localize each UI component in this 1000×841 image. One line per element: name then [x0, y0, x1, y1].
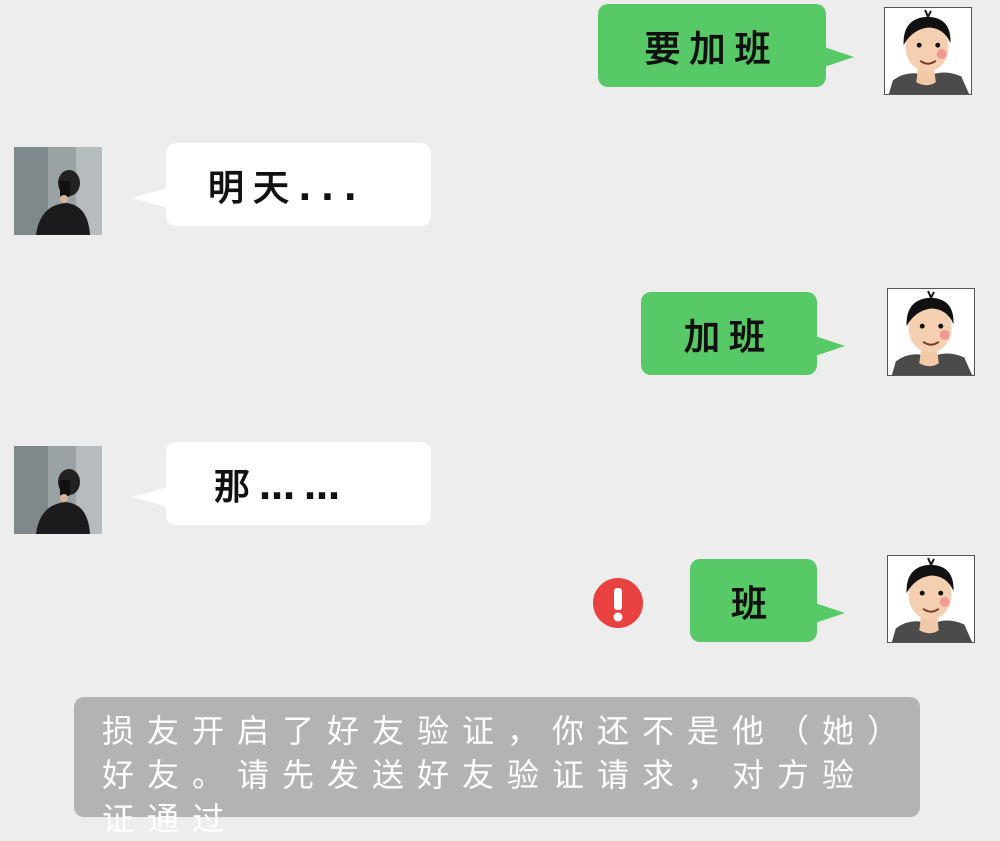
message-text: 要加班 — [644, 28, 780, 70]
message-bubble-sent[interactable]: 班 — [690, 559, 817, 642]
bubble-tail — [815, 603, 845, 623]
bubble-tail — [132, 188, 168, 208]
bubble-tail — [824, 47, 854, 67]
message-bubble-received[interactable]: 那…… — [166, 442, 431, 525]
bubble-tail — [132, 487, 168, 507]
friend-avatar[interactable] — [14, 446, 102, 534]
self-avatar[interactable] — [887, 555, 975, 643]
selfie-photo-avatar-icon — [14, 147, 102, 235]
message-bubble-sent[interactable]: 加班 — [641, 292, 817, 375]
bubble-tail — [815, 336, 845, 356]
self-avatar[interactable] — [884, 7, 972, 95]
friend-verification-notice: 损友开启了好友验证，你还不是他（她）好友。请先发送好友验证请求，对方验证通过 — [74, 697, 920, 838]
message-text: 明天... — [208, 167, 367, 209]
cartoon-man-avatar-icon — [888, 289, 974, 375]
message-text: 班 — [730, 583, 776, 625]
cartoon-man-avatar-icon — [885, 8, 971, 94]
message-bubble-sent[interactable]: 要加班 — [598, 4, 826, 87]
send-failed-icon[interactable] — [593, 578, 643, 628]
message-text: 加班 — [683, 316, 774, 358]
self-avatar[interactable] — [887, 288, 975, 376]
selfie-photo-avatar-icon — [14, 446, 102, 534]
friend-avatar[interactable] — [14, 147, 102, 235]
cartoon-man-avatar-icon — [888, 556, 974, 642]
message-bubble-received[interactable]: 明天... — [166, 143, 431, 226]
message-text: 那…… — [214, 466, 350, 508]
exclamation-icon — [613, 588, 623, 622]
